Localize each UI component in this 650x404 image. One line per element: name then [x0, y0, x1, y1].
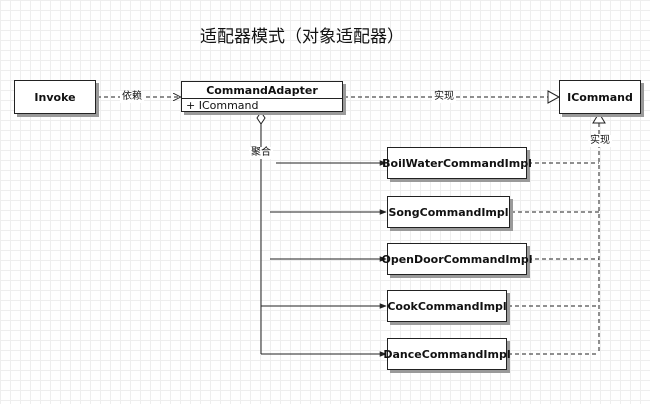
- command-adapter-name: CommandAdapter: [182, 82, 342, 99]
- command-adapter-attribute: + ICommand: [186, 99, 259, 112]
- realize-triangle-top: [547, 90, 561, 104]
- impl-class-song: SongCommandImpl: [387, 196, 510, 228]
- impl-class-cook: CookCommandImpl: [387, 290, 507, 322]
- realize-label-right: 实现: [588, 135, 612, 147]
- impl-class-boilwater: BoilWaterCommandImpl: [382, 147, 532, 179]
- aggregation-diamond: [256, 111, 266, 125]
- aggregation-label: 聚合: [249, 147, 273, 159]
- command-adapter-class: CommandAdapter + ICommand: [181, 81, 343, 112]
- realize-label-top: 实现: [432, 91, 456, 103]
- impl-class-dance: DanceCommandImpl: [383, 338, 511, 370]
- icommand-interface: ICommand: [559, 80, 641, 114]
- invoke-class: Invoke: [14, 80, 96, 114]
- diagram-title: 适配器模式（对象适配器）: [200, 27, 404, 47]
- realize-triangle-right: [592, 112, 606, 124]
- impl-class-opendoor: OpenDoorCommandImpl: [381, 243, 533, 275]
- dependency-label: 依赖: [120, 91, 144, 103]
